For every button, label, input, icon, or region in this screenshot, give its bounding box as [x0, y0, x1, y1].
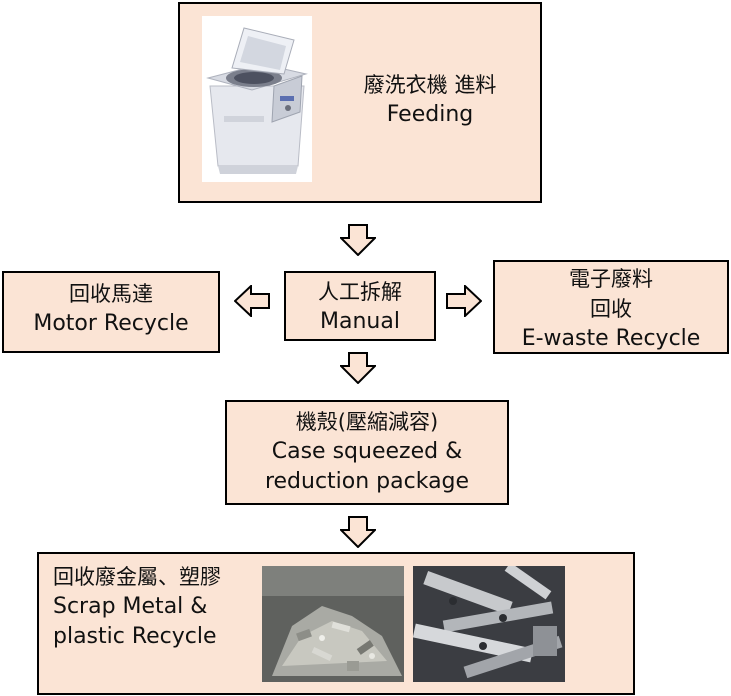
- motor-en: Motor Recycle: [33, 311, 189, 336]
- feeding-label: 廢洗衣機 進料 Feeding: [330, 70, 530, 130]
- washing-machine-image: [202, 16, 312, 182]
- scrap-parts-photo: [413, 566, 565, 682]
- scrap-en1: Scrap Metal &: [53, 594, 208, 619]
- arrow-down-icon: [340, 224, 376, 256]
- ewaste-recycle-box: 電子廢料 回收 E-waste Recycle: [493, 260, 729, 354]
- arrow-right-icon: [446, 285, 482, 317]
- ewaste-zh2: 回收: [590, 297, 632, 321]
- motor-zh: 回收馬達: [69, 282, 153, 306]
- arrow-left-icon: [234, 285, 270, 317]
- ewaste-en: E-waste Recycle: [521, 326, 701, 351]
- scrap-en2: plastic Recycle: [53, 624, 217, 649]
- feeding-en: Feeding: [386, 102, 474, 127]
- feeding-zh: 廢洗衣機 進料: [363, 73, 497, 97]
- case-squeeze-box: 機殼(壓縮減容) Case squeezed & reduction packa…: [225, 400, 509, 505]
- arrow-down-icon: [340, 352, 376, 384]
- motor-recycle-box: 回收馬達 Motor Recycle: [2, 271, 220, 353]
- scrap-metal-photo: [262, 566, 404, 682]
- scrap-recycle-box: 回收廢金屬、塑膠 Scrap Metal & plastic Recycle: [37, 552, 635, 695]
- manual-en: Manual: [320, 309, 400, 334]
- scrap-zh: 回收廢金屬、塑膠: [53, 565, 221, 589]
- case-en2: reduction package: [264, 469, 470, 494]
- case-en1: Case squeezed &: [271, 439, 463, 464]
- feeding-box: 廢洗衣機 進料 Feeding: [178, 2, 542, 203]
- case-zh: 機殼(壓縮減容): [295, 410, 439, 434]
- scrap-label: 回收廢金屬、塑膠 Scrap Metal & plastic Recycle: [53, 562, 221, 652]
- manual-zh: 人工拆解: [318, 280, 402, 304]
- ewaste-zh1: 電子廢料: [569, 267, 653, 291]
- manual-box: 人工拆解 Manual: [284, 271, 436, 341]
- arrow-down-icon: [340, 516, 376, 548]
